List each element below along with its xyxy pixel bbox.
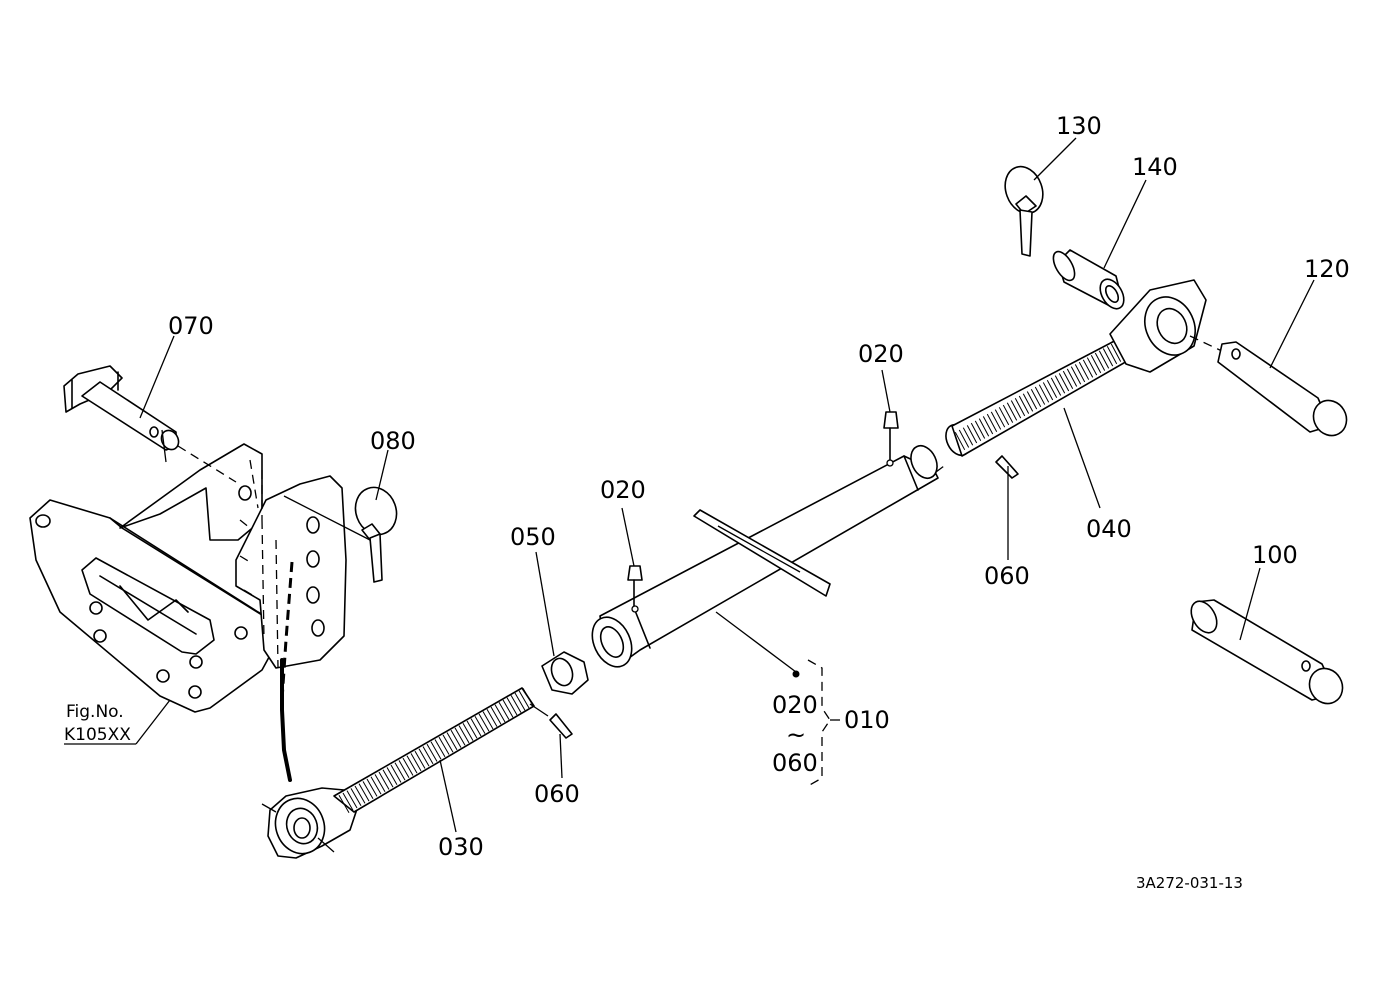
part-080-lynch-pin — [283, 486, 398, 583]
fig-ref-number: K105XX — [64, 725, 131, 745]
callout-020-right: 020 — [858, 340, 904, 368]
callout-140: 140 — [1132, 153, 1178, 181]
callout-060-range-end: 060 — [772, 749, 818, 777]
drawing-code: 3A272-031-13 — [1136, 874, 1243, 892]
part-060-pin-right — [995, 455, 1019, 479]
part-140-bushing — [1052, 249, 1125, 310]
part-040-threaded-rod — [945, 279, 1225, 457]
range-tilde: ~ — [786, 721, 806, 749]
callout-060-left: 060 — [534, 780, 580, 808]
part-120-pin — [1217, 341, 1348, 437]
callout-030: 030 — [438, 833, 484, 861]
part-010-body — [591, 444, 945, 668]
callout-080: 080 — [370, 427, 416, 455]
callout-120: 120 — [1304, 255, 1350, 283]
callout-070: 070 — [168, 312, 214, 340]
callout-040: 040 — [1086, 515, 1132, 543]
callout-130: 130 — [1056, 112, 1102, 140]
callout-100: 100 — [1252, 541, 1298, 569]
callout-020-left: 020 — [600, 476, 646, 504]
mounting-bracket — [29, 443, 347, 782]
part-020-fitting-right — [883, 411, 899, 461]
part-130-lynch-pin — [1004, 165, 1044, 257]
leader-lines — [64, 137, 1315, 833]
part-060-pin-left — [529, 703, 573, 739]
callout-060-right: 060 — [984, 562, 1030, 590]
callout-050: 050 — [510, 523, 556, 551]
callout-010: 010 — [844, 706, 890, 734]
part-030-threaded-rod — [261, 687, 535, 859]
part-070-pin — [63, 365, 237, 483]
part-020-fitting-left — [627, 565, 643, 607]
callout-020-range-start: 020 — [772, 691, 818, 719]
part-100-pin — [1190, 599, 1344, 705]
part-050-nut — [541, 651, 589, 695]
fig-ref-label: Fig.No. — [66, 702, 124, 722]
